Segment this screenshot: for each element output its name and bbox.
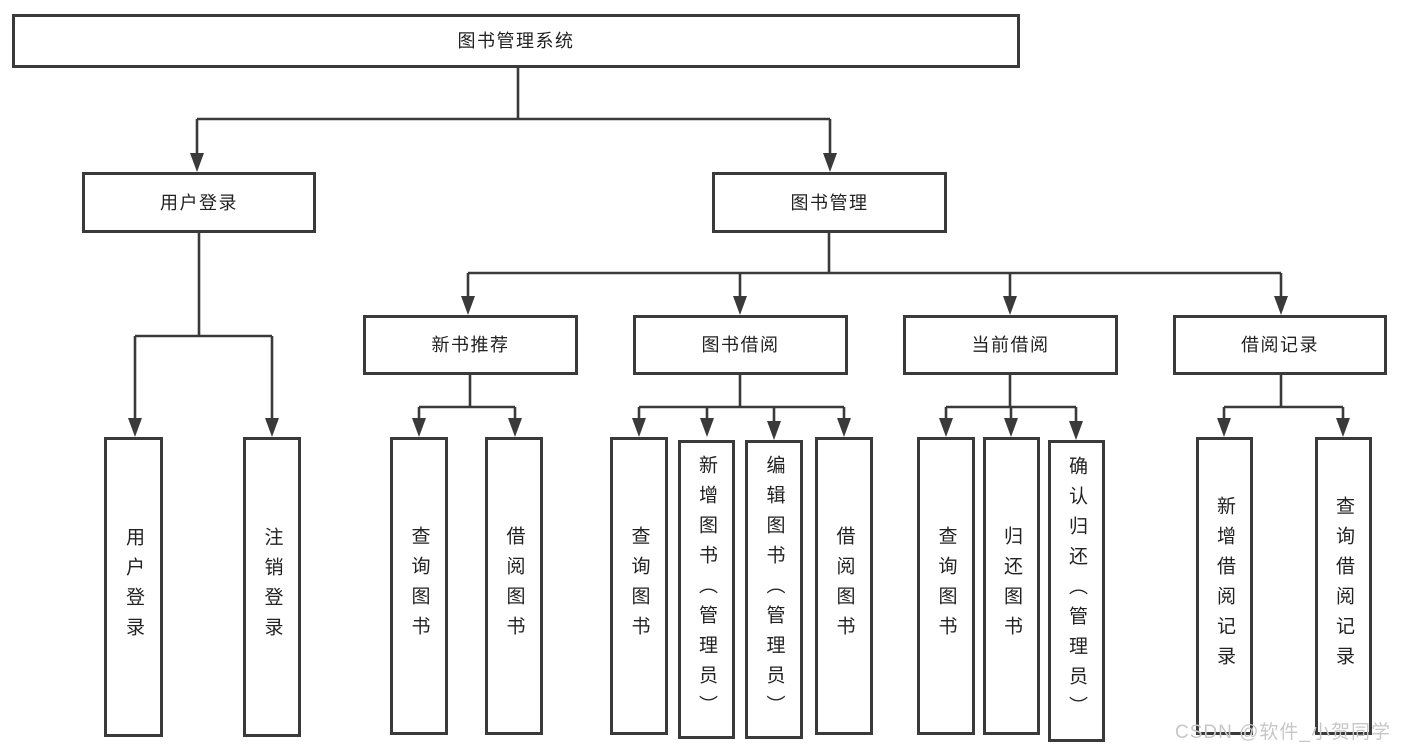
node-return-books: 归还图书 — [983, 437, 1040, 735]
node-add-book-admin: 新增图书（管理员） — [678, 440, 735, 739]
node-book-management: 图书管理 — [712, 172, 947, 233]
node-user-login: 用户登录 — [82, 172, 316, 233]
node-label: 新书推荐 — [431, 335, 510, 355]
node-label: 查询图书 — [628, 526, 650, 646]
node-label: 借阅图书 — [503, 526, 525, 646]
node-logout: 注销登录 — [243, 437, 301, 737]
node-book-borrow: 图书借阅 — [633, 315, 848, 375]
node-borrow-records: 借阅记录 — [1173, 315, 1387, 375]
node-label: 查询图书 — [935, 526, 957, 646]
node-label: 用户登录 — [123, 527, 144, 647]
node-borrow-books-recommend: 借阅图书 — [485, 437, 543, 735]
node-label: 用户登录 — [160, 192, 238, 213]
csdn-watermark: CSDN @软件_小贺同学 — [1175, 722, 1391, 743]
node-label: 编辑图书（管理员） — [763, 454, 785, 725]
node-label: 新增借阅记录 — [1214, 496, 1235, 676]
node-add-borrow-record: 新增借阅记录 — [1196, 437, 1253, 735]
node-query-books-current: 查询图书 — [917, 437, 975, 735]
node-query-books-borrow: 查询图书 — [610, 437, 668, 735]
node-label: 新增图书（管理员） — [696, 454, 717, 725]
node-label: 注销登录 — [261, 527, 283, 647]
node-borrow-books: 借阅图书 — [815, 437, 873, 735]
node-label: 归还图书 — [1001, 526, 1022, 646]
node-confirm-return-admin: 确认归还（管理员） — [1048, 440, 1105, 742]
node-new-book-recommend: 新书推荐 — [363, 315, 578, 375]
node-label: 图书借阅 — [701, 335, 780, 355]
node-label: 查询图书 — [408, 526, 430, 646]
node-user-login-leaf: 用户登录 — [104, 437, 163, 737]
node-library-management-system: 图书管理系统 — [12, 14, 1020, 68]
node-label: 图书管理系统 — [457, 31, 575, 51]
node-label: 借阅图书 — [833, 526, 855, 646]
node-label: 借阅记录 — [1241, 335, 1319, 355]
node-edit-book-admin: 编辑图书（管理员） — [745, 440, 803, 739]
node-label: 图书管理 — [790, 192, 869, 213]
node-query-borrow-record: 查询借阅记录 — [1315, 437, 1372, 735]
node-label: 当前借阅 — [971, 335, 1050, 355]
node-label: 查询借阅记录 — [1333, 496, 1354, 676]
node-query-books-recommend: 查询图书 — [390, 437, 448, 735]
node-current-borrow: 当前借阅 — [903, 315, 1118, 375]
node-label: 确认归还（管理员） — [1066, 456, 1087, 726]
